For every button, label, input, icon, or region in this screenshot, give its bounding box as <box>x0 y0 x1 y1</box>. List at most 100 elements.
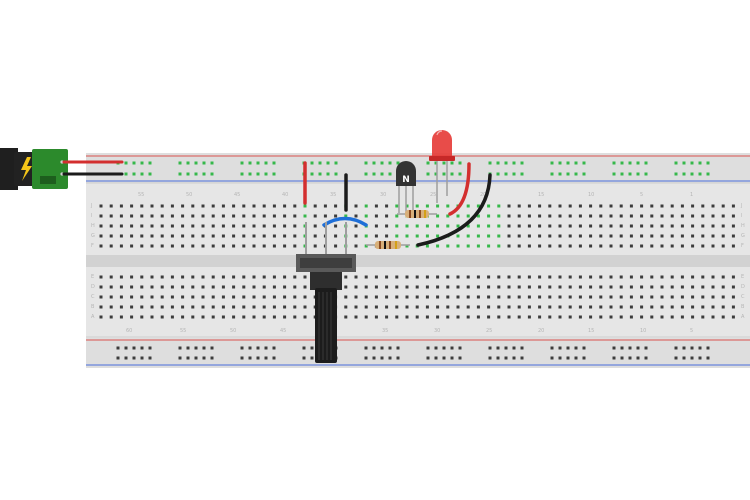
breadboard-hole <box>170 214 174 218</box>
breadboard-hole <box>262 234 266 238</box>
breadboard-hole <box>558 315 562 319</box>
column-label: 15 <box>538 192 544 198</box>
breadboard-hole <box>318 161 322 165</box>
breadboard-hole <box>283 295 287 299</box>
breadboard-hole <box>609 244 613 248</box>
breadboard-hole <box>640 305 644 309</box>
breadboard-hole <box>425 275 429 279</box>
breadboard-hole <box>283 204 287 208</box>
breadboard-hole <box>242 315 246 319</box>
breadboard-hole <box>517 204 521 208</box>
column-label: 60 <box>126 328 132 334</box>
column-label: 20 <box>480 192 486 198</box>
breadboard-hole <box>609 234 613 238</box>
breadboard-hole <box>682 172 686 176</box>
breadboard-hole <box>568 244 572 248</box>
breadboard-hole <box>232 204 236 208</box>
breadboard-hole <box>701 234 705 238</box>
breadboard-hole <box>119 285 123 289</box>
breadboard-hole <box>415 315 419 319</box>
breadboard-hole <box>436 285 440 289</box>
breadboard-hole <box>640 234 644 238</box>
breadboard-hole <box>497 214 501 218</box>
breadboard-hole <box>334 224 338 228</box>
breadboard-hole <box>487 285 491 289</box>
breadboard-hole <box>609 275 613 279</box>
breadboard-hole <box>99 315 103 319</box>
breadboard-hole <box>711 204 715 208</box>
breadboard-hole <box>578 275 582 279</box>
breadboard-hole <box>701 295 705 299</box>
breadboard-hole <box>476 224 480 228</box>
breadboard-hole <box>191 214 195 218</box>
breadboard-hole <box>99 204 103 208</box>
breadboard-hole <box>517 244 521 248</box>
breadboard-hole <box>191 224 195 228</box>
breadboard-hole <box>731 224 735 228</box>
breadboard-hole <box>497 275 501 279</box>
breadboard-hole <box>272 161 276 165</box>
breadboard-hole <box>380 161 384 165</box>
breadboard-hole <box>170 295 174 299</box>
breadboard-hole <box>181 275 185 279</box>
breadboard-hole <box>558 275 562 279</box>
breadboard-hole <box>507 305 511 309</box>
breadboard-hole <box>380 346 384 350</box>
breadboard-hole <box>221 224 225 228</box>
breadboard-hole <box>385 295 389 299</box>
breadboard-hole <box>450 172 454 176</box>
breadboard-hole <box>691 305 695 309</box>
breadboard-hole <box>242 214 246 218</box>
breadboard-hole <box>426 161 430 165</box>
breadboard-hole <box>395 234 399 238</box>
breadboard-hole <box>434 346 438 350</box>
breadboard-hole <box>232 244 236 248</box>
breadboard-hole <box>344 285 348 289</box>
breadboard-hole <box>517 295 521 299</box>
breadboard-hole <box>436 275 440 279</box>
breadboard-hole <box>436 305 440 309</box>
breadboard-hole <box>240 346 244 350</box>
breadboard-hole <box>310 161 314 165</box>
column-label: 50 <box>230 328 236 334</box>
breadboard-hole <box>242 275 246 279</box>
breadboard-hole <box>160 224 164 228</box>
breadboard-hole <box>119 234 123 238</box>
breadboard-hole <box>731 204 735 208</box>
breadboard-hole <box>456 315 460 319</box>
breadboard-hole <box>405 204 409 208</box>
breadboard-hole <box>548 275 552 279</box>
breadboard-hole <box>504 172 508 176</box>
breadboard-hole <box>628 161 632 165</box>
breadboard-hole <box>170 285 174 289</box>
breadboard-hole <box>721 214 725 218</box>
breadboard-hole <box>550 172 554 176</box>
breadboard-hole <box>711 295 715 299</box>
breadboard-hole <box>264 161 268 165</box>
breadboard-hole <box>731 315 735 319</box>
breadboard-hole <box>558 234 562 238</box>
breadboard-hole <box>578 224 582 228</box>
breadboard-hole <box>272 295 276 299</box>
breadboard-hole <box>425 224 429 228</box>
breadboard-hole <box>568 275 572 279</box>
breadboard-hole <box>701 214 705 218</box>
breadboard-hole <box>232 315 236 319</box>
breadboard-hole <box>425 234 429 238</box>
breadboard-hole <box>711 214 715 218</box>
breadboard-hole <box>619 295 623 299</box>
breadboard-hole <box>538 275 542 279</box>
breadboard-hole <box>310 356 314 360</box>
breadboard-hole <box>458 161 462 165</box>
breadboard-hole <box>221 234 225 238</box>
breadboard-hole <box>497 244 501 248</box>
breadboard-hole <box>283 315 287 319</box>
breadboard-hole <box>415 285 419 289</box>
row-letter: J <box>740 203 742 209</box>
breadboard-hole <box>517 224 521 228</box>
breadboard-hole <box>232 305 236 309</box>
breadboard-hole <box>670 305 674 309</box>
breadboard-hole <box>148 356 152 360</box>
breadboard-hole <box>476 214 480 218</box>
breadboard-hole <box>548 305 552 309</box>
